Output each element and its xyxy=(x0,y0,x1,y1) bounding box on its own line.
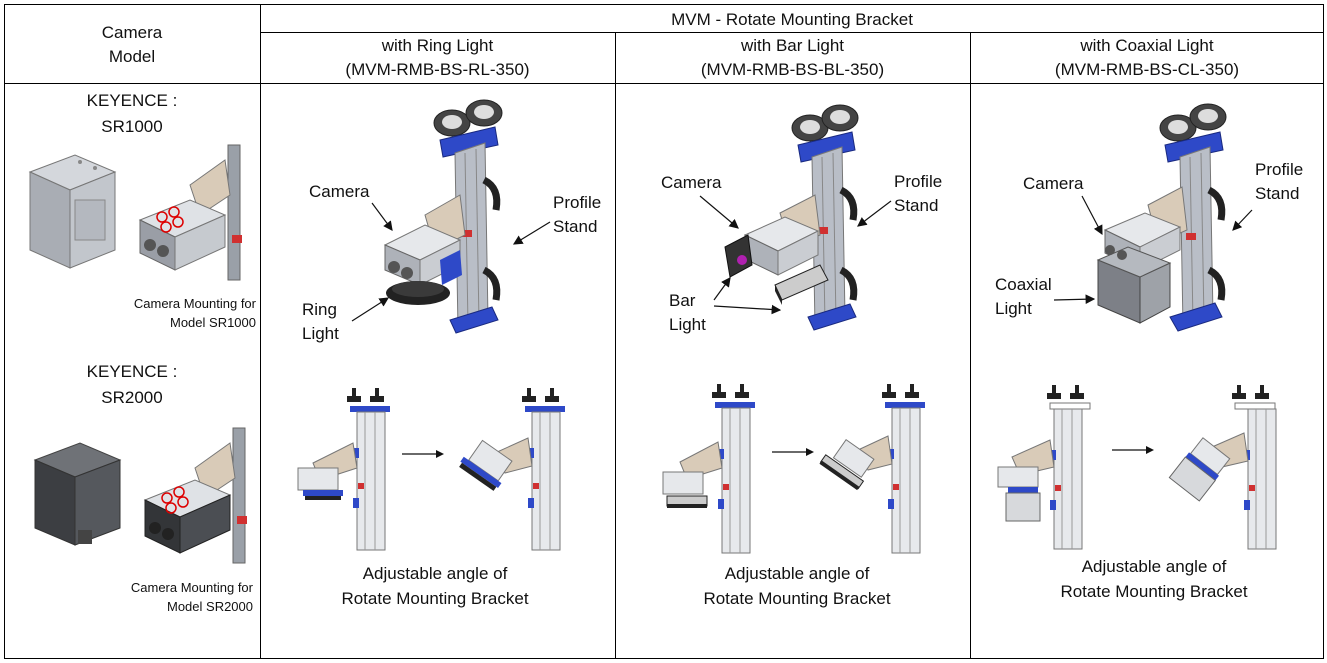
coax-angle-before-image xyxy=(997,385,1091,550)
column-header-coaxial-light: with Coaxial Light (MVM-RMB-BS-CL-350) xyxy=(1054,36,1240,79)
bar-angle-arrow xyxy=(772,448,814,456)
ring-profile-label: Profile Stand xyxy=(553,193,602,236)
bar-light-assembly-image xyxy=(724,104,859,331)
bar-pointer-arrows xyxy=(699,195,892,315)
coax-pointer-arrows xyxy=(1053,195,1253,305)
ring-angle-arrow xyxy=(402,450,444,458)
bar-camera-label: Camera xyxy=(661,173,722,192)
column-header-bar-light: with Bar Light (MVM-RMB-BS-BL-350) xyxy=(700,36,885,79)
ring-angle-before-image xyxy=(297,388,390,551)
ring-light-assembly-image xyxy=(383,99,503,334)
coaxial-light-assembly-image xyxy=(1096,103,1227,332)
coax-adjustable-caption: Adjustable angle of Rotate Mounting Brac… xyxy=(1060,557,1248,601)
ring-adjustable-caption: Adjustable angle of Rotate Mounting Brac… xyxy=(341,564,529,608)
ring-camera-label: Camera xyxy=(309,182,370,201)
ring-light-label: Ring Light xyxy=(302,300,339,343)
group-title: MVM - Rotate Mounting Bracket xyxy=(671,10,913,29)
column-header-ring-light: with Ring Light (MVM-RMB-BS-RL-350) xyxy=(345,36,530,79)
sr1000-mounting-image xyxy=(138,144,242,281)
sr1000-camera-image xyxy=(28,154,117,269)
model-name-sr2000: KEYENCE : SR2000 xyxy=(86,362,178,407)
ring-pointer-arrows xyxy=(351,202,551,322)
sr2000-mounting-image xyxy=(143,427,247,564)
bar-light-label: Bar Light xyxy=(669,291,706,334)
coax-profile-label: Profile Stand xyxy=(1255,160,1304,203)
coax-angle-after-image xyxy=(1168,385,1277,550)
ring-angle-after-image xyxy=(459,388,565,551)
model-name-sr1000: KEYENCE : SR1000 xyxy=(86,91,178,136)
coax-angle-arrow xyxy=(1112,446,1154,454)
caption-sr1000: Camera Mounting for Model SR1000 xyxy=(133,296,256,330)
coax-light-label: Coaxial Light xyxy=(995,275,1052,318)
coax-camera-label: Camera xyxy=(1023,174,1084,193)
camera-model-header: Camera Model xyxy=(101,23,163,66)
caption-sr2000: Camera Mounting for Model SR2000 xyxy=(130,580,253,614)
bar-angle-after-image xyxy=(819,384,925,554)
bar-adjustable-caption: Adjustable angle of Rotate Mounting Brac… xyxy=(703,564,891,608)
sr2000-camera-image xyxy=(33,442,122,546)
bar-profile-label: Profile Stand xyxy=(894,172,943,215)
bar-angle-before-image xyxy=(662,384,755,554)
